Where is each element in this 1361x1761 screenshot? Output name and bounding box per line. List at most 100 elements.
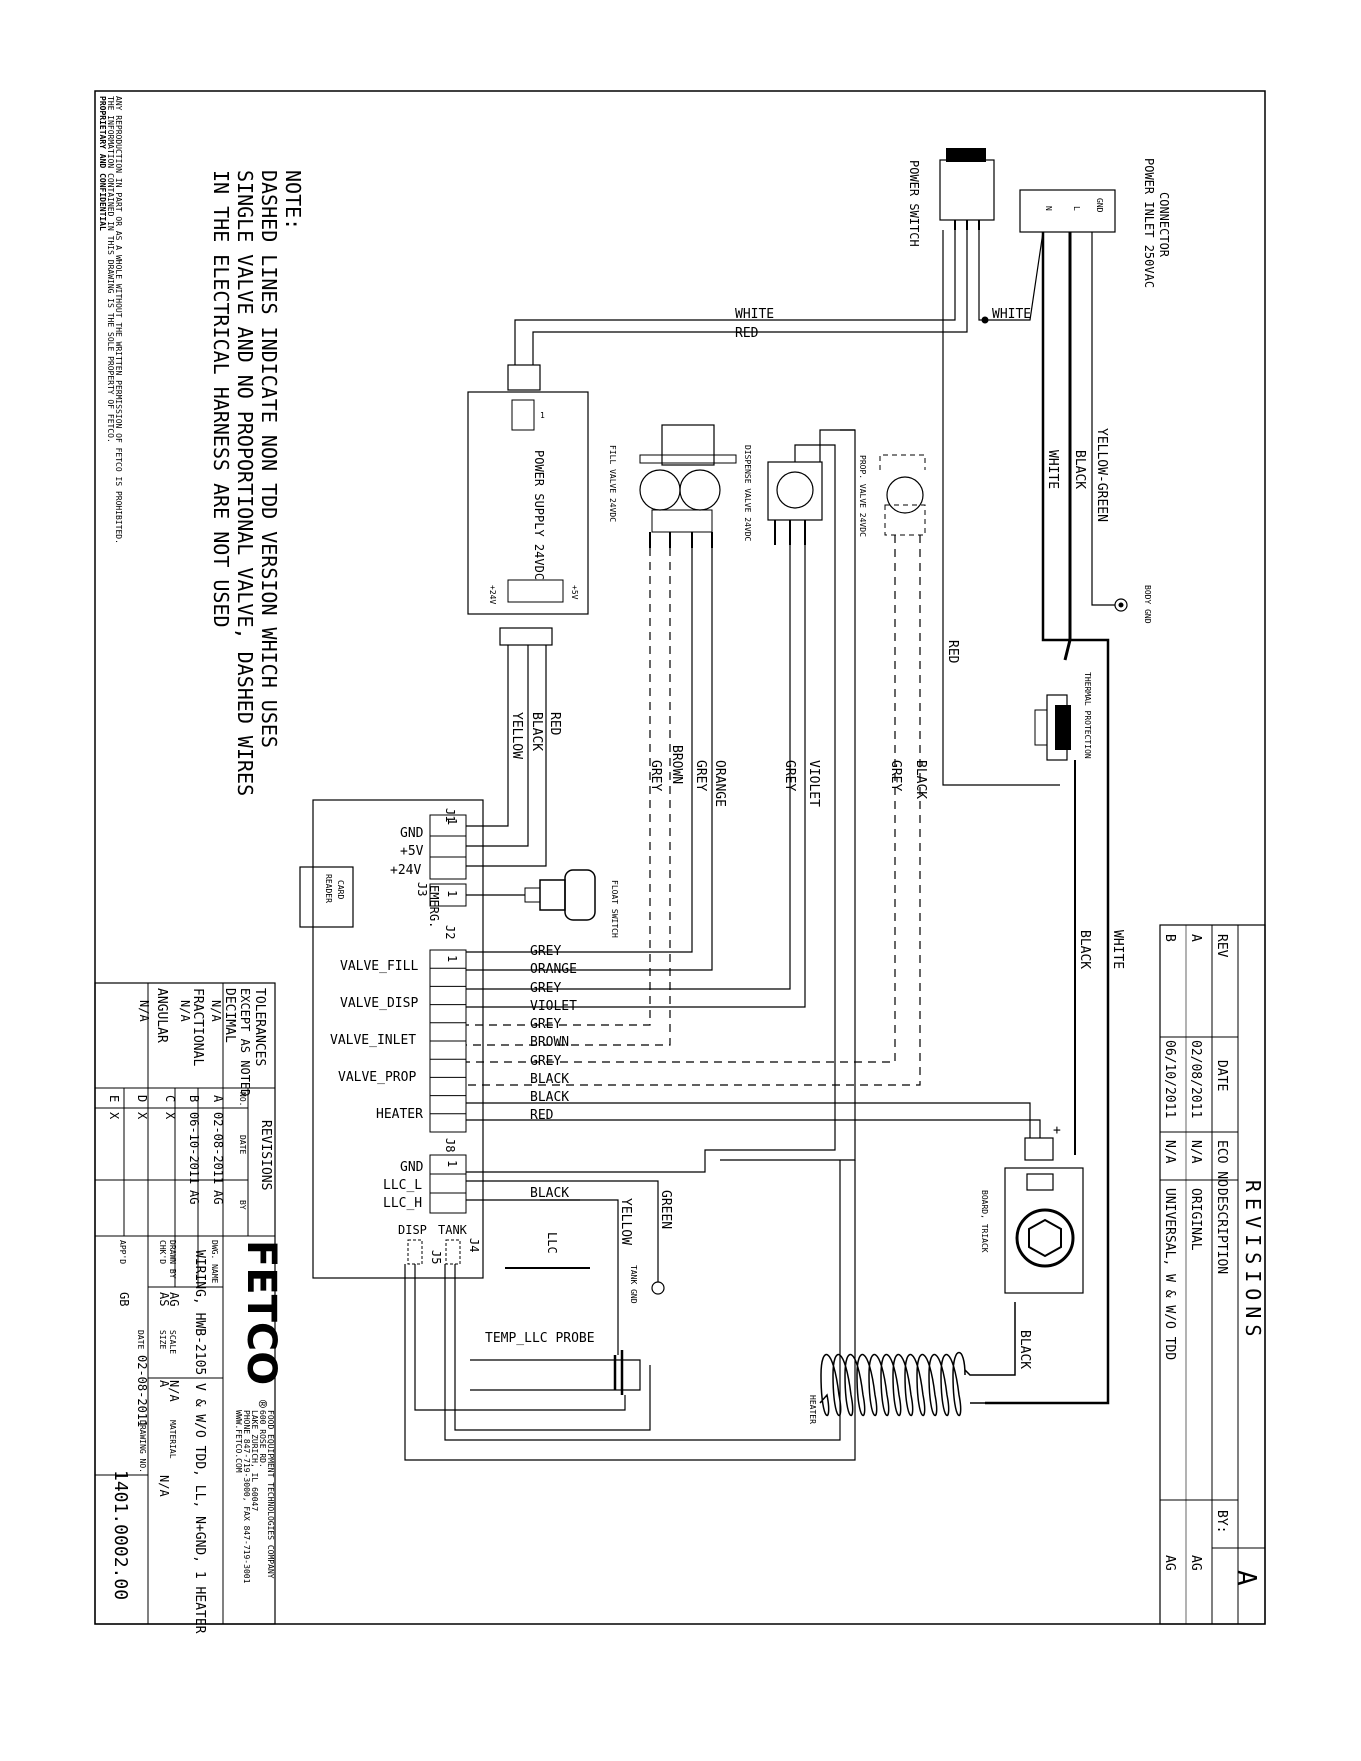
wire-label-yellow-green: YELLOW-GREEN — [1094, 428, 1109, 522]
wire-vert-grey1: GREY — [648, 760, 663, 791]
j1-pin1: 1 — [445, 818, 459, 825]
wire-vert-violet: VIOLET — [806, 760, 821, 807]
tank-label: TANK — [438, 1223, 468, 1237]
j8-gnd: GND — [400, 1160, 424, 1175]
wire-grey-disp: GREY — [530, 981, 561, 996]
wire-black-llc: BLACK — [530, 1186, 569, 1201]
drawing-no-value: 1401.0002.00 — [110, 1470, 131, 1600]
board-triac: + BOARD, TRIACK — [980, 1123, 1084, 1294]
rev-row-b-date: 06/10/2011 — [1162, 1040, 1177, 1118]
prop-valve: PROP. VALVE 24VDC — [858, 454, 926, 537]
tb-rev-d-date: X — [135, 1112, 149, 1120]
power-switch[interactable]: POWER SWITCH — [907, 148, 995, 247]
wire-label-white-top2: WHITE — [992, 307, 1031, 322]
rev-row-b-eco: N/A — [1162, 1140, 1177, 1164]
tb-rev-h-by: BY — [238, 1200, 247, 1210]
valve-inlet-label: VALVE_INLET — [330, 1033, 416, 1048]
drawing-no-label: DRAWING NO. — [138, 1420, 147, 1473]
drawn-by-label: DRAWN BY — [168, 1240, 177, 1279]
connector-label-1: CONNECTOR — [1157, 192, 1171, 258]
prop-valve-label: PROP. VALVE 24VDC — [858, 455, 867, 537]
ps-pin: 1 — [540, 411, 545, 420]
pin-l: L — [1072, 206, 1081, 211]
proprietary-title: PROPRIETARY AND CONFIDENTIAL — [98, 96, 107, 231]
decimal-value: N/A — [209, 1000, 223, 1022]
tolerances-label: TOLERANCES — [252, 988, 267, 1066]
rev-row-b-by: AG — [1162, 1555, 1177, 1571]
pin-n: N — [1044, 206, 1053, 211]
float-switch-label: FLOAT SWITCH — [610, 880, 619, 938]
j3-emerg: EMERG. — [427, 885, 441, 928]
heater-coil: HEATER — [808, 1352, 985, 1424]
decimal-label: DECIMAL — [222, 988, 237, 1043]
heater-conn-label: HEATER — [376, 1107, 423, 1122]
wire-grey-prop: GREY — [530, 1054, 561, 1069]
tank-gnd-label: TANK GND — [629, 1265, 638, 1304]
wire-vert-orange: ORANGE — [712, 760, 727, 807]
wire-yellow-llc: YELLOW — [618, 1198, 633, 1245]
wire-red-heater: RED — [530, 1108, 554, 1123]
wire-violet-disp: VIOLET — [530, 999, 577, 1014]
valve-prop-label: VALVE_PROP — [338, 1070, 416, 1085]
j1-plus5v: +5V — [400, 844, 424, 859]
scale-label: SCALE — [168, 1330, 177, 1354]
dispense-valve-label: DISPENSE VALVE 24VDC — [743, 445, 752, 542]
wire-grey-fill1: GREY — [530, 944, 561, 959]
disp-label: DISP — [398, 1223, 427, 1237]
rev-header-by: BY: — [1214, 1510, 1229, 1533]
wire-label-black-top: BLACK — [1072, 450, 1087, 489]
company-line-1: FOOD EQUIPMENT TECHNOLOGIES COMPANY — [266, 1410, 275, 1579]
control-board: CARD READER J1 1 GND +5V +24V J3 1 EMERG… — [299, 799, 484, 1279]
fetco-logo: FETCO — [238, 1240, 284, 1385]
company-line-5: WWW.FETCO.COM — [234, 1410, 243, 1473]
wire-label-red-top: RED — [735, 326, 759, 341]
rev-row-b-description: UNIVERSAL, W & W/O TDD — [1162, 1188, 1177, 1360]
wire-vert-yellow-ps: YELLOW — [509, 712, 524, 759]
dispense-valve — [767, 461, 823, 545]
card-reader-1: CARD — [336, 880, 345, 899]
j3-label: J3 — [415, 882, 429, 896]
wire-vert-red: RED — [547, 712, 562, 736]
j1-gnd: GND — [400, 826, 424, 841]
note-line-3: IN THE ELECTRICAL HARNESS ARE NOT USED — [209, 170, 233, 628]
fill-valve: FILL VALVE 24VDC DISPENSE VALVE 24VDC — [608, 424, 752, 548]
note-heading: NOTE: — [281, 170, 305, 230]
dwg-name-label: DWG. NAME — [210, 1240, 219, 1284]
appd-label: APP'D — [118, 1240, 127, 1264]
except-label: EXCEPT AS NOTED — [238, 988, 252, 1096]
rev-row-b-rev: B — [1162, 934, 1177, 942]
rev-row-a-rev: A — [1188, 934, 1203, 942]
rev-row-a-eco: N/A — [1188, 1140, 1203, 1164]
ps-plus24v: +24V — [488, 585, 497, 604]
j3-pin1: 1 — [445, 890, 459, 897]
tb-rev-h-no: NO. — [238, 1092, 247, 1106]
rev-header-eco: ECO NO — [1214, 1140, 1229, 1187]
current-rev-letter: A — [1231, 1570, 1261, 1586]
power-switch-label: POWER SWITCH — [907, 160, 921, 247]
size-label: SIZE — [158, 1330, 167, 1349]
j2-label: J2 — [443, 925, 457, 939]
tb-rev-a-date: 02-08-2011 — [211, 1112, 225, 1184]
j8-llc-h: LLC_H — [383, 1196, 422, 1211]
appd-value: GB — [117, 1292, 131, 1306]
angular-label: ANGULAR — [154, 988, 169, 1043]
company-line-3: LAKE ZURICH, IL 60047 — [250, 1410, 259, 1511]
note-line-1: DASHED LINES INDICATE NON TDD VERSION WH… — [257, 170, 281, 748]
llc-tank-wiring — [404, 1160, 856, 1461]
power-wiring — [514, 230, 1128, 1405]
tb-rev-e-no: E — [107, 1095, 121, 1102]
heater-label: HEATER — [808, 1395, 817, 1424]
tb-rev-e-date: X — [107, 1112, 121, 1120]
wire-black-heater: BLACK — [530, 1090, 569, 1105]
size-value: A — [157, 1380, 171, 1388]
tb-rev-b-by: AG — [187, 1190, 201, 1204]
tb-rev-h-date: DATE — [238, 1135, 247, 1154]
dwg-name-value: WIRING, HWB-2105 V & W/O TDD, LL, N+GND,… — [192, 1250, 207, 1634]
body-gnd-label: BODY GND — [1143, 585, 1152, 624]
proprietary-line-2: ANY REPRODUCTION IN PART OR AS A WHOLE W… — [114, 96, 123, 544]
j1-label: J1 — [443, 808, 457, 822]
chkd-label: CHK'D — [158, 1240, 167, 1264]
tb-rev-c-no: C — [163, 1095, 177, 1102]
float-switch: FLOAT SWITCH — [466, 869, 619, 938]
j2-pin1: 1 — [445, 955, 459, 962]
